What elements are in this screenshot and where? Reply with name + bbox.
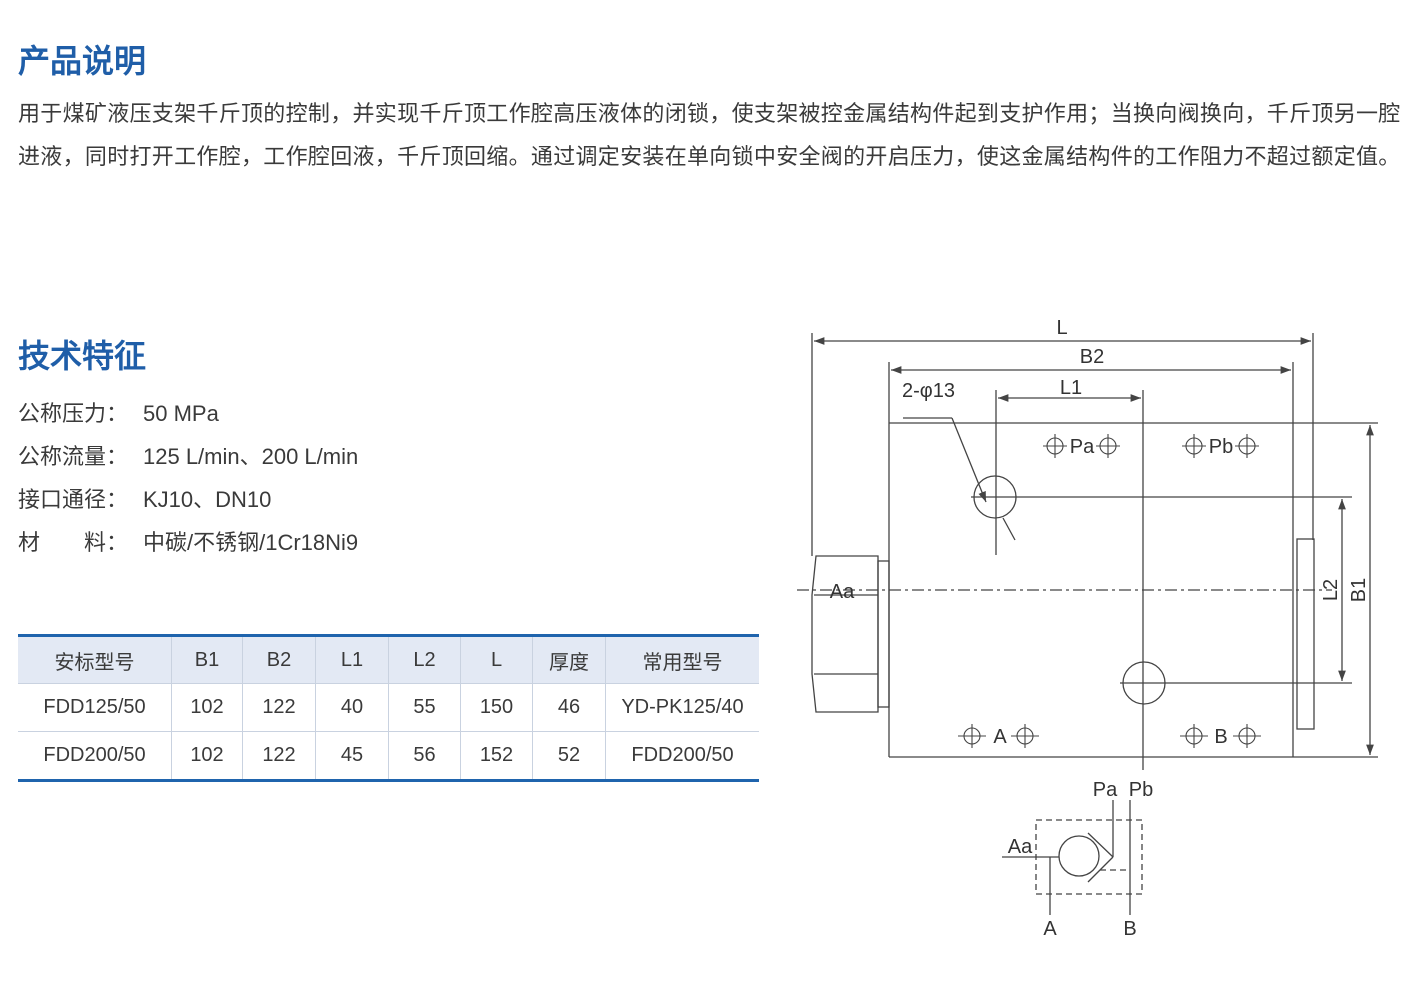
col-header: B1 — [171, 635, 243, 684]
section-title-intro: 产品说明 — [18, 43, 147, 79]
cell: 152 — [460, 731, 533, 781]
col-header: 安标型号 — [18, 635, 172, 684]
symbol-label-Aa: Aa — [1008, 836, 1033, 858]
spec-label: 材 料： — [18, 530, 129, 555]
cell: 56 — [388, 731, 461, 781]
hydraulic-symbol — [1002, 800, 1143, 915]
col-header: L — [460, 635, 533, 684]
cell: 102 — [171, 731, 243, 781]
symbol-label-A: A — [1043, 918, 1057, 940]
symbol-label-Pa: Pa — [1093, 779, 1118, 801]
dim-label-L: L — [1056, 317, 1067, 339]
spec-label: 接口通径： — [18, 487, 129, 512]
port-markers — [958, 434, 1261, 748]
cell: 52 — [532, 731, 606, 781]
spec-label: 公称压力： — [18, 401, 129, 426]
col-header: L1 — [315, 635, 389, 684]
cell: 122 — [242, 683, 316, 732]
spec-item: 公称流量： 125 L/min、200 L/min — [18, 435, 358, 478]
port-label-Pb: Pb — [1209, 436, 1233, 458]
cell: 55 — [388, 683, 461, 732]
spec-item: 材 料： 中碳/不锈钢/1Cr18Ni9 — [18, 521, 358, 564]
symbol-label-Pb: Pb — [1129, 779, 1153, 801]
port-label-B: B — [1214, 726, 1227, 748]
port-label-Pa: Pa — [1070, 436, 1095, 458]
dim-label-hole: 2-φ13 — [902, 380, 955, 402]
spec-value: 50 MPa — [143, 401, 219, 426]
symbol-label-B: B — [1123, 918, 1136, 940]
cell: 150 — [460, 683, 533, 732]
spec-value: 中碳/不锈钢/1Cr18Ni9 — [143, 530, 359, 555]
port-label-A: A — [993, 726, 1007, 748]
spec-item: 接口通径： KJ10、DN10 — [18, 478, 358, 521]
spec-item: 公称压力： 50 MPa — [18, 392, 358, 435]
table-header: 安标型号 B1 B2 L1 L2 L 厚度 常用型号 — [18, 635, 759, 684]
dim-label-L1: L1 — [1060, 377, 1082, 399]
intro-paragraph: 用于煤矿液压支架千斤顶的控制，并实现千斤顶工作腔高压液体的闭锁，使支架被控金属结… — [18, 101, 1401, 169]
cell: 102 — [171, 683, 243, 732]
cell: 45 — [315, 731, 389, 781]
spec-value: KJ10、DN10 — [143, 487, 272, 512]
spec-label: 公称流量： — [18, 444, 129, 469]
dim-label-B1: B1 — [1348, 578, 1370, 602]
col-header: B2 — [242, 635, 316, 684]
col-header: 厚度 — [532, 635, 606, 684]
dimension-lines — [797, 333, 1378, 770]
port-label-Aa: Aa — [830, 581, 855, 603]
cell: 122 — [242, 731, 316, 781]
dim-label-B2: B2 — [1080, 346, 1104, 368]
col-header: 常用型号 — [605, 635, 759, 684]
cell: 46 — [532, 683, 606, 732]
spec-value: 125 L/min、200 L/min — [143, 444, 359, 469]
cell: YD-PK125/40 — [605, 683, 759, 732]
section-title-tech: 技术特征 — [18, 338, 147, 374]
dim-label-L2: L2 — [1320, 579, 1342, 601]
valve-body — [811, 423, 1315, 757]
spec-list: 公称压力： 50 MPa 公称流量： 125 L/min、200 L/min 接口通… — [18, 392, 358, 564]
col-header: L2 — [388, 635, 461, 684]
cell: FDD125/50 — [18, 683, 172, 732]
cell: 40 — [315, 683, 389, 732]
cell: FDD200/50 — [18, 731, 172, 781]
cell: FDD200/50 — [605, 731, 759, 781]
